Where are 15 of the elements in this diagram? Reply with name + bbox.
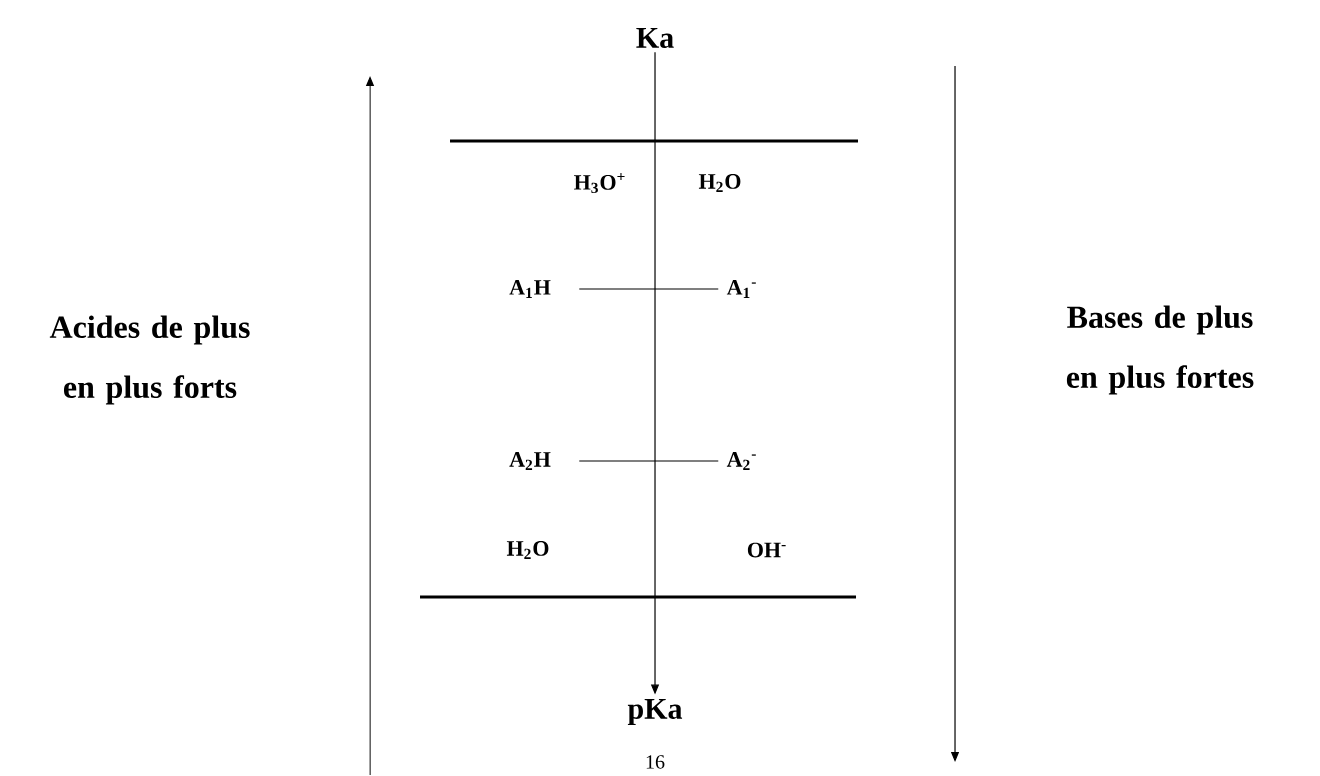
scale-label: A$_{1}$H <box>509 280 551 298</box>
page-number: 16 <box>646 755 665 769</box>
formula-label: H$_{3}$O$^{+}$ <box>574 172 625 194</box>
side-caption: Acides de plus en plus forts <box>49 315 250 405</box>
scale-label: Ka <box>636 28 674 48</box>
connector-line <box>578 460 719 462</box>
connector-line <box>578 288 719 290</box>
scale-label: A$_{1}$- <box>726 280 756 298</box>
side-caption: Bases de plus en plus fortes <box>1066 305 1254 395</box>
formula-label: OH$^{-}$ <box>747 542 786 558</box>
scale-label: pKa <box>627 699 683 726</box>
formula-label: H$_{2}$O <box>698 174 741 192</box>
scale-label: A$_{2}$- <box>726 452 756 470</box>
formula-label: H$_{2}$O <box>506 541 549 559</box>
scale-label: A$_{2}$H <box>509 452 551 470</box>
